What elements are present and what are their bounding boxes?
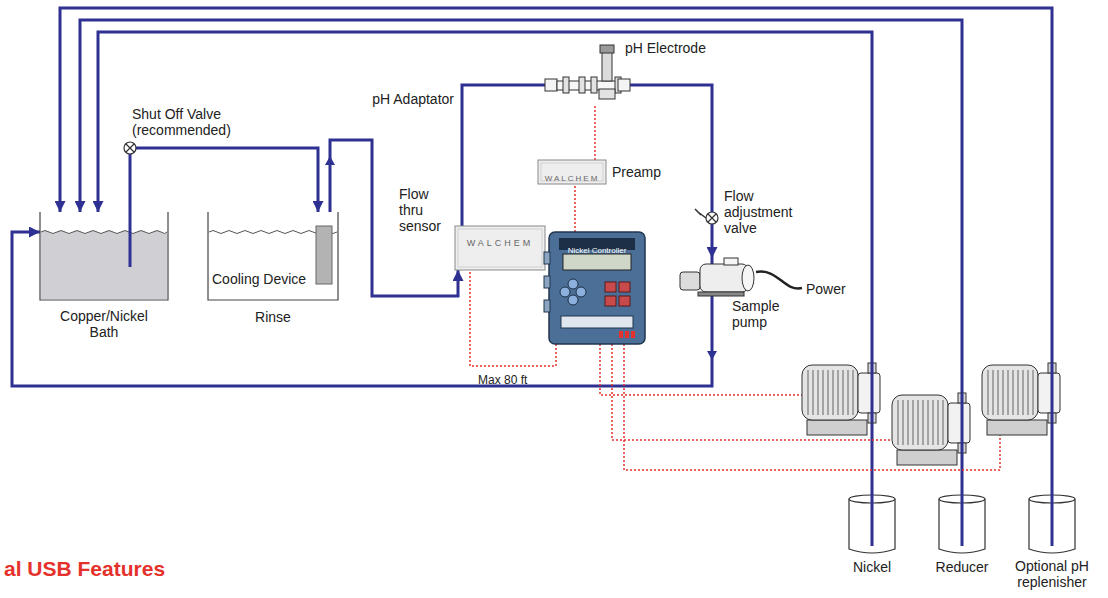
- signal-wire: [574, 184, 576, 232]
- label-holder: Power: [806, 280, 866, 298]
- reducer-drum: Reducer: [938, 494, 986, 554]
- text-holder: Optional pH replenisher: [1010, 558, 1094, 591]
- metering-pump: [802, 363, 880, 435]
- flow-sensor-box: WALCHEMFlow thru sensor: [455, 226, 545, 270]
- node-label: Sample pump: [732, 298, 788, 330]
- text-holder: Nickel Controller: [561, 239, 633, 257]
- preamp-box: WALCHEMPreamp: [538, 160, 606, 184]
- text-holder: WALCHEM: [538, 167, 606, 185]
- nickel-drum: Nickel: [848, 494, 896, 554]
- drum-shape: [1028, 494, 1076, 554]
- flow-arrowhead: [707, 351, 717, 360]
- pipe-line: [462, 85, 545, 226]
- text-holder: Cooling Device: [212, 270, 312, 288]
- device-text: WALCHEM: [545, 173, 600, 184]
- rinse-tank: Cooling DeviceRinse: [208, 212, 338, 300]
- node-label: Flow thru sensor: [399, 186, 451, 234]
- bath-shape: [40, 212, 168, 300]
- text-holder: WALCHEM: [455, 232, 545, 250]
- adaptor-label: pH Adaptator: [370, 91, 456, 107]
- label-holder: Flow adjustment valve: [724, 188, 808, 237]
- spump-shape: [678, 258, 760, 305]
- text-holder: Rinse: [228, 308, 318, 326]
- valve-label: Flow adjustment valve: [724, 188, 808, 236]
- pipe-line: [98, 32, 872, 494]
- power-label: Power: [806, 281, 846, 297]
- signal-wire: [612, 344, 892, 440]
- valve-symbol: [695, 209, 718, 224]
- nickel-controller: Nickel Controller: [549, 232, 645, 344]
- label-holder: Shut Off Valve (recommended): [132, 106, 244, 139]
- cable-length-label: Max 80 ft: [478, 373, 527, 387]
- metering-pump: [892, 393, 970, 465]
- signal-wire: [594, 105, 596, 160]
- device-text: WALCHEM: [467, 237, 534, 249]
- valve-label: Shut Off Valve (recommended): [132, 106, 244, 138]
- label-holder: pH Adaptator: [360, 90, 456, 108]
- text-holder: pH Electrode: [625, 39, 721, 57]
- signal-wire: [470, 270, 556, 366]
- node-label: Copper/Nickel Bath: [49, 308, 159, 340]
- label-holder: al USB Features: [4, 556, 264, 582]
- node-label: Optional pH replenisher: [1010, 558, 1094, 590]
- node-label: Cooling Device: [212, 271, 306, 287]
- node-label: Nickel: [853, 559, 891, 575]
- node-label: Preamp: [612, 164, 661, 180]
- drum-shape: [848, 494, 896, 554]
- device-text: Nickel Controller: [568, 246, 627, 256]
- node-label: pH Electrode: [625, 40, 706, 56]
- pipe-line: [60, 8, 1052, 494]
- node-label: Rinse: [255, 309, 291, 325]
- valve-symbol: [124, 142, 136, 154]
- signal-wire: [600, 344, 802, 395]
- electrode-shape: [545, 45, 630, 105]
- node-label: Reducer: [936, 559, 989, 575]
- flow-arrowhead: [325, 156, 335, 165]
- signal-wire: [624, 344, 1000, 470]
- text-holder: Reducer: [922, 558, 1002, 576]
- bath-tank: Copper/Nickel Bath: [40, 212, 168, 300]
- sample-pump: Sample pump: [678, 258, 760, 305]
- text-holder: Nickel: [832, 558, 912, 576]
- text-holder: Copper/Nickel Bath: [49, 308, 159, 341]
- pipe-line: [130, 148, 318, 212]
- power-cable: [756, 272, 802, 289]
- ph-replenisher-drum: Optional pH replenisher: [1028, 494, 1076, 554]
- section-heading: al USB Features: [4, 556, 165, 582]
- drum-shape: [938, 494, 986, 554]
- text-holder: Preamp: [612, 163, 672, 181]
- pipe-line: [80, 20, 962, 494]
- label-holder: Max 80 ft: [478, 370, 548, 388]
- text-holder: Flow thru sensor: [399, 186, 451, 235]
- text-holder: Sample pump: [732, 298, 788, 331]
- ph-electrode: pH Electrode: [545, 45, 630, 105]
- pipe-line: [330, 140, 458, 296]
- metering-pump: [982, 363, 1060, 435]
